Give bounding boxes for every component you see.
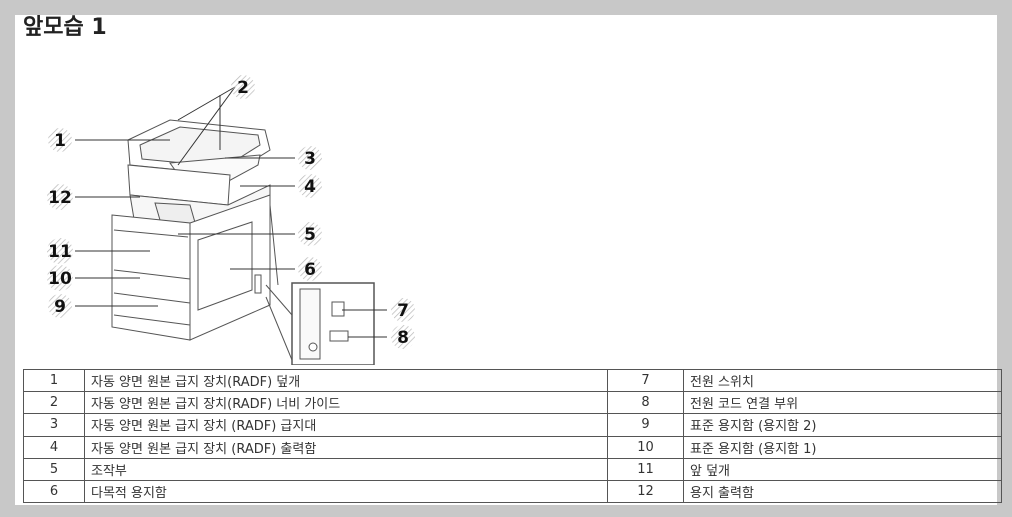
legend-label-cell: 자동 양면 원본 급지 장치(RADF) 너비 가이드 [84, 391, 608, 415]
callout-10-label: 10 [48, 269, 72, 289]
legend-label-cell: 자동 양면 원본 급지 장치 (RADF) 급지대 [84, 413, 608, 437]
callout-12: 12 [47, 184, 73, 210]
callout-12-label: 12 [48, 188, 72, 208]
legend-num-cell: 2 [23, 391, 85, 415]
legend-num-cell: 3 [23, 413, 85, 437]
callout-7-label: 7 [397, 301, 409, 321]
callout-6-label: 6 [304, 260, 316, 280]
legend-num-cell: 6 [23, 479, 85, 504]
callout-3-label: 3 [304, 149, 316, 169]
legend-num-cell: 9 [607, 413, 684, 437]
callout-9-label: 9 [54, 297, 66, 317]
legend-num-cell: 4 [23, 435, 85, 459]
legend-label-cell: 조작부 [84, 457, 608, 481]
callout-5: 5 [298, 222, 322, 246]
legend-label-cell: 자동 양면 원본 급지 장치 (RADF) 출력함 [84, 435, 608, 459]
callout-10: 10 [47, 265, 73, 291]
legend-label-cell: 자동 양면 원본 급지 장치(RADF) 덮개 [84, 368, 608, 393]
legend-label-cell: 표준 용지함 (용지함 1) [683, 435, 1002, 459]
legend-label-cell: 용지 출력함 [683, 479, 1002, 504]
legend-label-cell: 다목적 용지함 [84, 479, 608, 504]
callout-3: 3 [298, 146, 322, 170]
page-title: 앞모습 1 [23, 15, 107, 40]
callout-11: 11 [47, 238, 73, 264]
callout-8: 8 [391, 325, 415, 349]
printer-diagram: 1 2 3 4 5 6 7 8 [47, 75, 415, 365]
callout-7: 7 [391, 298, 415, 322]
leader-lines [75, 86, 387, 338]
legend-label-cell: 전원 코드 연결 부위 [683, 391, 1002, 415]
legend-num-cell: 7 [607, 368, 684, 393]
callout-8-label: 8 [397, 328, 409, 348]
document-page: 앞모습 1 [15, 15, 1002, 505]
callout-6: 6 [298, 257, 322, 281]
power-inset [265, 282, 375, 365]
callout-2-label: 2 [237, 78, 249, 98]
legend-num-cell: 11 [607, 457, 684, 481]
callout-4: 4 [298, 174, 322, 198]
callout-1-label: 1 [54, 131, 66, 151]
callout-11-label: 11 [48, 242, 72, 262]
callout-2: 2 [231, 75, 255, 99]
callout-5-label: 5 [304, 225, 316, 245]
legend-label-cell: 전원 스위치 [683, 368, 1002, 393]
legend-num-cell: 1 [23, 368, 85, 393]
callout-4-label: 4 [304, 177, 316, 197]
legend-num-cell: 12 [607, 479, 684, 504]
callout-1: 1 [48, 128, 72, 152]
callout-9: 9 [48, 294, 72, 318]
printer-illustration [111, 119, 279, 341]
legend-num-cell: 5 [23, 457, 85, 481]
legend-label-cell: 앞 덮개 [683, 457, 1002, 481]
legend-num-cell: 8 [607, 391, 684, 415]
legend-num-cell: 10 [607, 435, 684, 459]
legend-label-cell: 표준 용지함 (용지함 2) [683, 413, 1002, 437]
